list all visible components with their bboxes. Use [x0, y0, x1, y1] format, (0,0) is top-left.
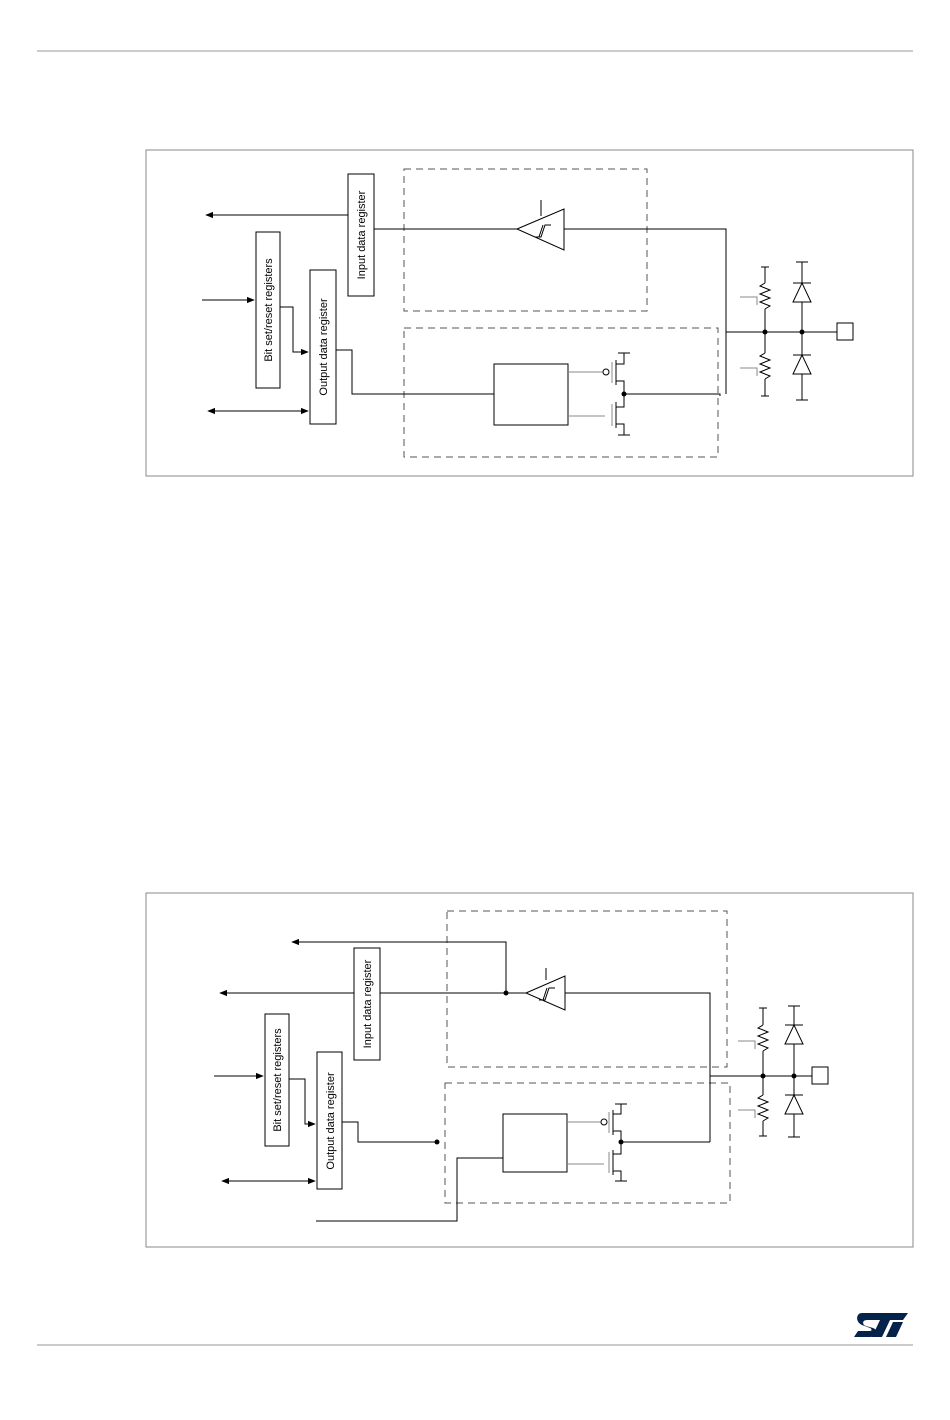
bsrr-to-odr-arrow [280, 307, 308, 352]
protection-diode-down-icon [793, 332, 811, 400]
pull-down-resistor-icon-2 [738, 1076, 768, 1136]
pull-up-resistor-icon [740, 267, 770, 332]
output-control-box-2 [503, 1114, 567, 1172]
driver-to-pin-wire [624, 394, 720, 396]
bit-set-reset-registers-label-2: Bit set/reset registers [272, 1028, 284, 1132]
protection-diode-down-icon-2 [785, 1076, 803, 1137]
input-driver-block-2 [447, 911, 727, 1067]
diagram-2: Input data register Bit set/reset regist… [146, 893, 913, 1247]
protection-diode-up-icon [793, 262, 811, 332]
io-pin-icon [837, 323, 853, 340]
output-control-box [494, 364, 568, 425]
pull-up-resistor-icon-2 [738, 1008, 768, 1076]
input-data-register-label: Input data register [356, 190, 368, 279]
output-data-register-label: Output data register [318, 298, 330, 396]
odr-to-mux-wire [342, 1122, 437, 1142]
input-data-register-label-2: Input data register [362, 959, 374, 1048]
bit-set-reset-registers-label: Bit set/reset registers [263, 258, 275, 362]
diagram-1: Input data register Bit set/reset regist… [146, 150, 913, 476]
st-logo-icon [854, 1313, 908, 1337]
bsrr-to-odr-arrow-2 [289, 1079, 315, 1124]
diagram-2-frame [146, 893, 913, 1247]
protection-diode-up-icon-2 [785, 1006, 803, 1076]
odr-to-control-wire [336, 350, 494, 394]
io-pin-icon-2 [812, 1067, 828, 1084]
output-driver-block-2 [445, 1083, 730, 1203]
pmos-gate-bubble-icon [603, 369, 609, 375]
input-driver-block [404, 169, 647, 311]
pull-down-resistor-icon [740, 332, 770, 396]
alt-output-wire [316, 1158, 503, 1221]
alt-input-arrow [292, 942, 506, 993]
output-data-register-label-2: Output data register [325, 1072, 337, 1170]
